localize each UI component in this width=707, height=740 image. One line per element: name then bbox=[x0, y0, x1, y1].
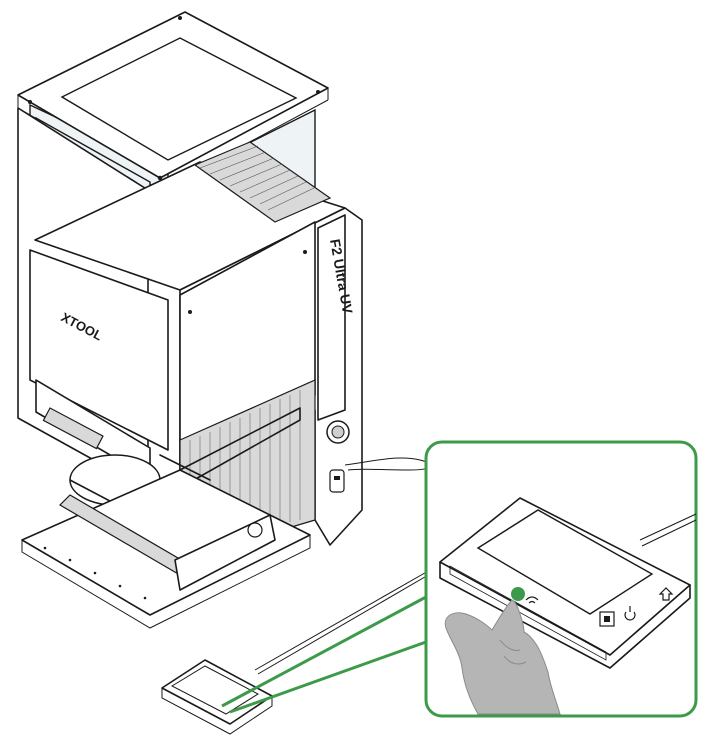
side-pillar bbox=[317, 214, 346, 421]
small-control-panel bbox=[161, 659, 273, 735]
front-tray bbox=[42, 407, 104, 450]
usb-port bbox=[329, 469, 345, 493]
touch-screen[interactable] bbox=[476, 509, 654, 615]
base-plate bbox=[21, 469, 311, 629]
power-button[interactable] bbox=[326, 420, 350, 444]
laser-machine: XTOOL F2 Ultra UV bbox=[17, 11, 432, 629]
power-icon[interactable] bbox=[624, 606, 636, 621]
enlarged-control-panel bbox=[439, 497, 691, 669]
housing-front-inner bbox=[29, 249, 169, 451]
callout-pointer-top bbox=[221, 595, 427, 708]
up-arrow-icon[interactable] bbox=[658, 587, 674, 601]
stop-icon[interactable] bbox=[599, 611, 615, 627]
panel-cable bbox=[254, 569, 431, 671]
wifi-icon bbox=[525, 596, 539, 604]
touch-point-marker bbox=[511, 587, 525, 601]
zoom-callout bbox=[221, 440, 698, 718]
callout-pointer-bottom bbox=[229, 640, 427, 714]
pointing-hand-icon bbox=[444, 599, 561, 715]
